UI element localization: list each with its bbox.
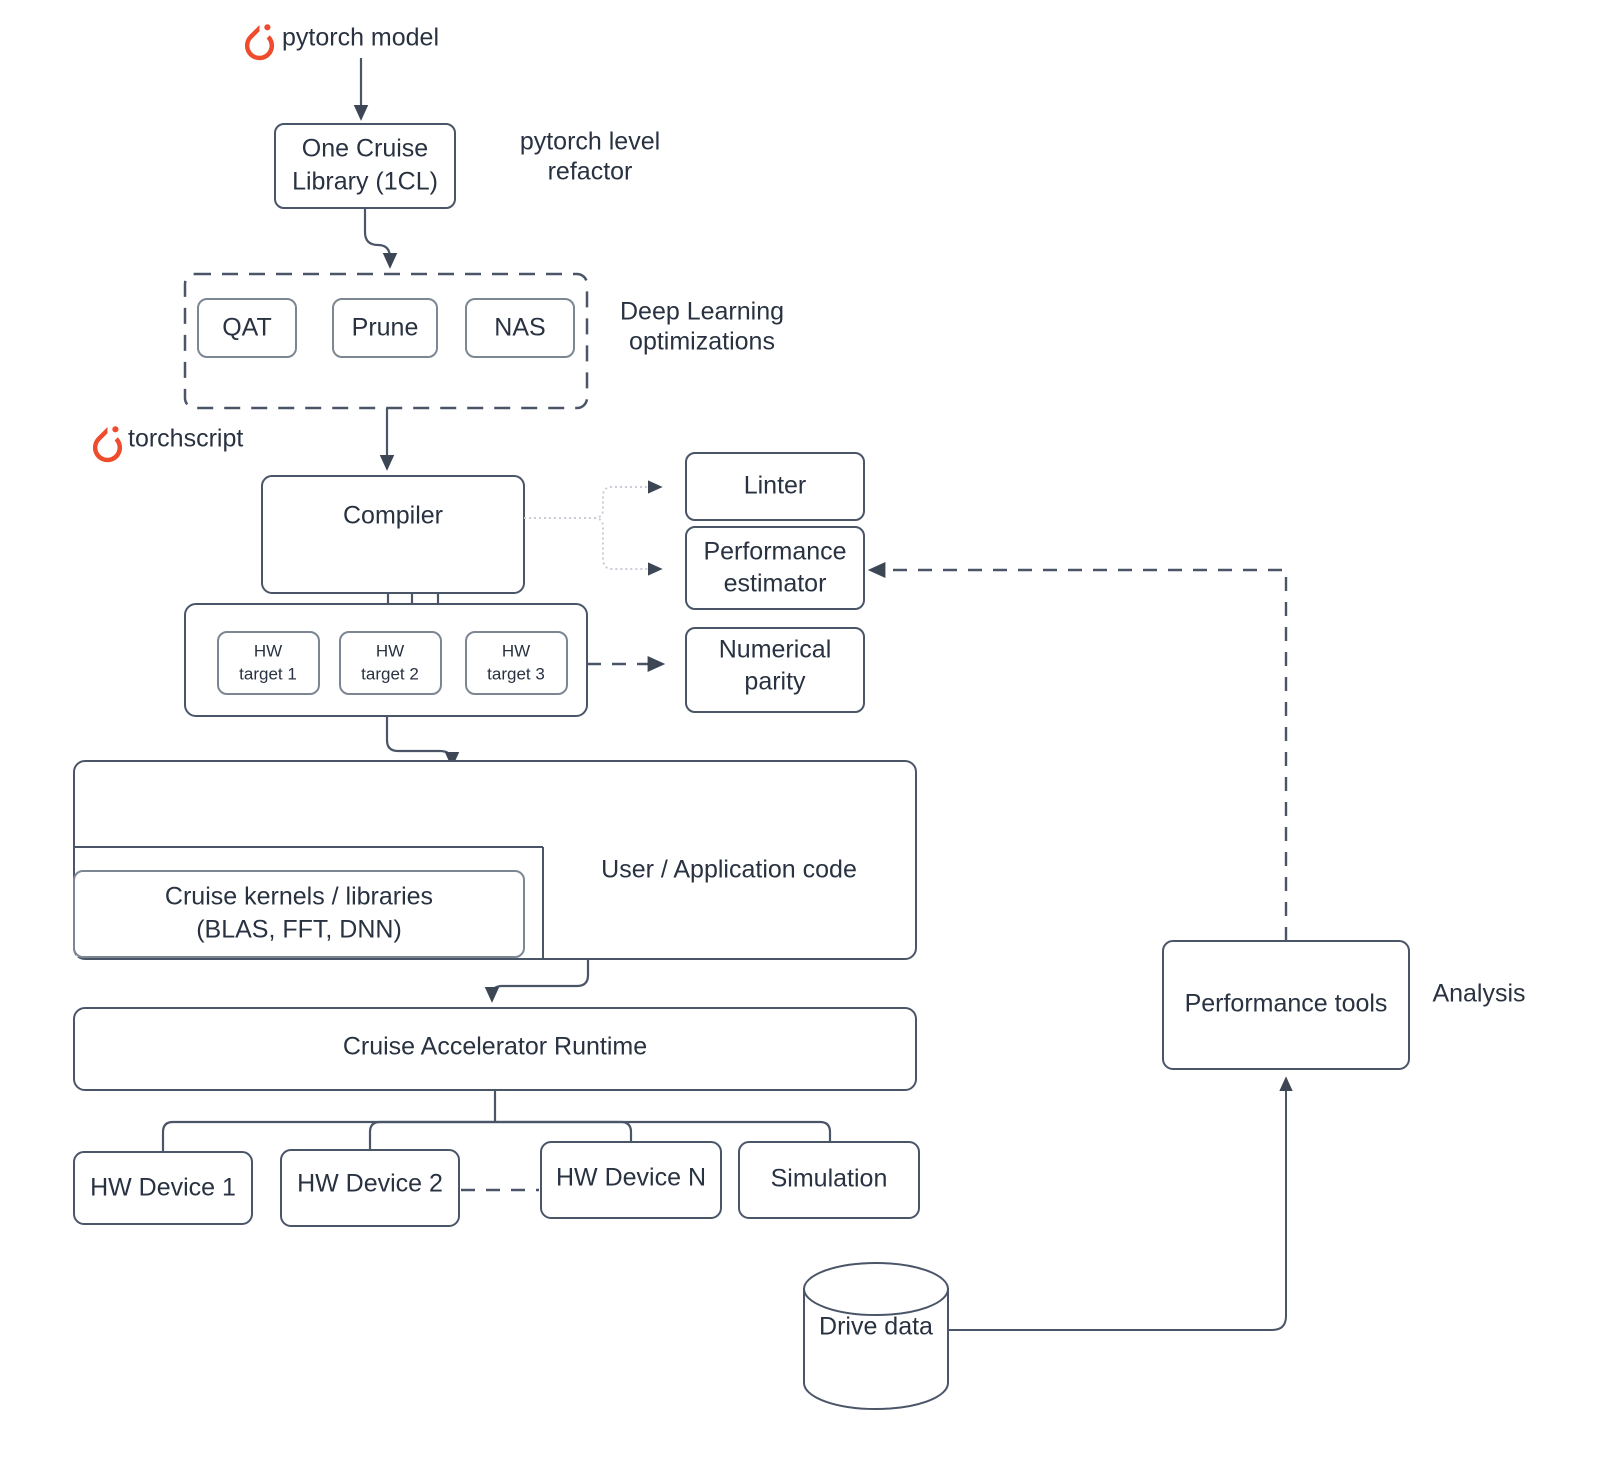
node-performance-estimator[interactable] (685, 526, 865, 610)
node-prune[interactable] (332, 298, 438, 358)
node-compiler[interactable] (261, 475, 525, 594)
hw-device-1-label: HW Device 1 (90, 1174, 236, 1202)
performance-tools-label: Performance tools (1185, 990, 1388, 1018)
node-linter[interactable] (685, 452, 865, 521)
drive-data-label: Drive data (819, 1313, 933, 1341)
hw-target-3-label-line1: HW (502, 641, 530, 660)
edge-drive-data-to-performance-tools (948, 1076, 1293, 1331)
compiler-label: Compiler (343, 502, 443, 530)
one-cruise-library-label-line2: Library (1CL) (292, 168, 438, 196)
node-numerical-parity[interactable] (685, 627, 865, 713)
edge-performance-tools-to-performance-estimator (867, 562, 1288, 941)
edge-compiler-to-performance-estimator (524, 517, 663, 576)
pytorch-logo-icon (244, 24, 275, 61)
node-simulation[interactable] (738, 1141, 920, 1219)
hw-target-2-label-line2: target 2 (361, 664, 419, 683)
pytorch-level-refactor-label-line2: refactor (548, 158, 633, 186)
node-hw-target-1[interactable] (217, 631, 320, 695)
linter-label: Linter (744, 472, 807, 500)
pytorch-level-refactor-label-line1: pytorch level (520, 128, 660, 156)
node-hw-device-n[interactable] (540, 1141, 722, 1219)
numerical-parity-label-line1: Numerical (719, 636, 832, 664)
hw-target-3-label-line2: target 3 (487, 664, 545, 683)
user-application-code-notch-outline (74, 846, 544, 959)
numerical-parity-label-line2: parity (744, 668, 806, 696)
node-hw-device-2[interactable] (280, 1149, 460, 1227)
hw-target-2-label-line1: HW (376, 641, 404, 660)
nas-label: NAS (494, 314, 545, 342)
hw-device-2-label: HW Device 2 (297, 1170, 443, 1198)
edge-runtime-to-hw-device-1 (155, 1120, 495, 1173)
prune-label: Prune (352, 314, 419, 342)
node-drive-data[interactable] (803, 1262, 949, 1410)
group-deep-learning-optimizations (183, 272, 589, 410)
cruise-kernels-label-line2: (BLAS, FFT, DNN) (196, 916, 402, 944)
node-hw-device-1[interactable] (73, 1151, 253, 1225)
hw-device-n-label: HW Device N (556, 1164, 706, 1192)
edge-1cl-to-dl-optimizations (363, 208, 398, 269)
cruise-kernels-label-line1: Cruise kernels / libraries (165, 883, 433, 911)
simulation-label: Simulation (771, 1165, 888, 1193)
deep-learning-optimizations-label-line1: Deep Learning (620, 298, 784, 326)
cruise-accelerator-runtime-label: Cruise Accelerator Runtime (343, 1033, 647, 1061)
torchscript-label: torchscript (128, 425, 243, 453)
edge-compiler-to-linter (524, 480, 663, 519)
node-hw-target-3[interactable] (465, 631, 568, 695)
edge-hw-targets-to-user-application-code (385, 716, 460, 768)
edge-runtime-to-hw-device-2 (362, 1120, 495, 1173)
qat-label: QAT (222, 314, 272, 342)
edge-runtime-to-simulation (495, 1120, 838, 1171)
user-application-code-label: User / Application code (601, 856, 857, 884)
pytorch-logo-icon (92, 426, 123, 463)
edge-user-code-to-runtime (484, 959, 590, 1003)
node-nas[interactable] (465, 298, 575, 358)
hw-target-1-label-line1: HW (254, 641, 282, 660)
node-hw-target-2[interactable] (339, 631, 442, 695)
deep-learning-optimizations-label-line2: optimizations (629, 328, 775, 356)
node-qat[interactable] (197, 298, 297, 358)
hw-target-1-label-line2: target 1 (239, 664, 297, 683)
performance-estimator-label-line2: estimator (724, 570, 827, 598)
node-cruise-kernels-libraries[interactable] (73, 870, 525, 958)
analysis-label: Analysis (1432, 980, 1525, 1008)
pytorch-model-label: pytorch model (282, 24, 439, 52)
one-cruise-library-label-line1: One Cruise (302, 135, 428, 163)
performance-estimator-label-line1: Performance (703, 538, 846, 566)
